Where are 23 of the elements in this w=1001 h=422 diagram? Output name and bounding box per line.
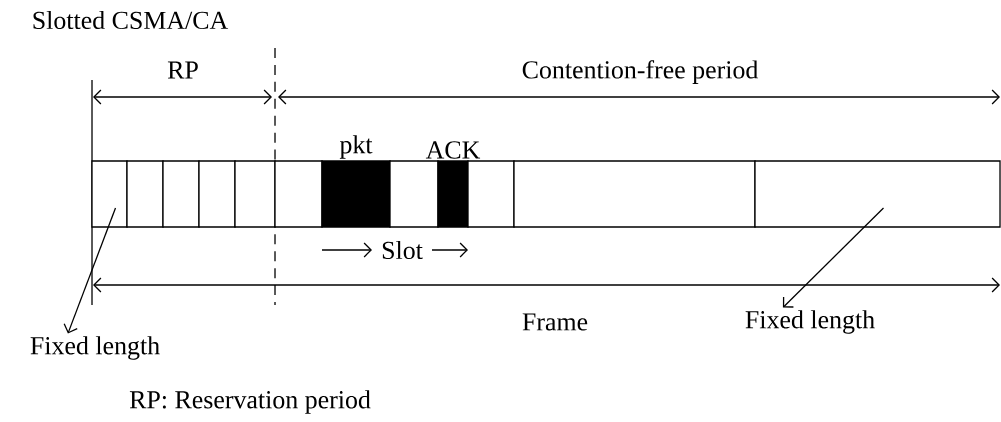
slot-label: Slot	[379, 238, 425, 262]
title: Slotted CSMA/CA	[33, 10, 229, 30]
slot-box	[754, 160, 1001, 228]
slot-box	[274, 160, 323, 228]
period-label: RP	[167, 61, 198, 79]
slot-box	[198, 160, 236, 228]
leader-line	[782, 207, 885, 308]
legend-note: RP: Reservation period	[129, 390, 371, 414]
period-label: Contention-free period	[522, 60, 759, 84]
node-label: pkt	[339, 135, 373, 159]
node-label: ACK	[425, 141, 481, 159]
fixed-length-label: Fixed length	[30, 336, 160, 360]
slot-box	[467, 160, 515, 228]
frame-label: Frame	[522, 313, 588, 331]
slot-box	[126, 160, 164, 228]
packet-block: ACK	[425, 141, 481, 228]
slot-box	[162, 160, 200, 228]
slot-box	[91, 160, 128, 228]
slot-box	[389, 160, 439, 228]
leader-line	[63, 207, 117, 334]
slot-box	[234, 160, 276, 228]
fixed-length-label: Fixed length	[745, 310, 875, 334]
packet-block: pkt	[321, 135, 391, 228]
